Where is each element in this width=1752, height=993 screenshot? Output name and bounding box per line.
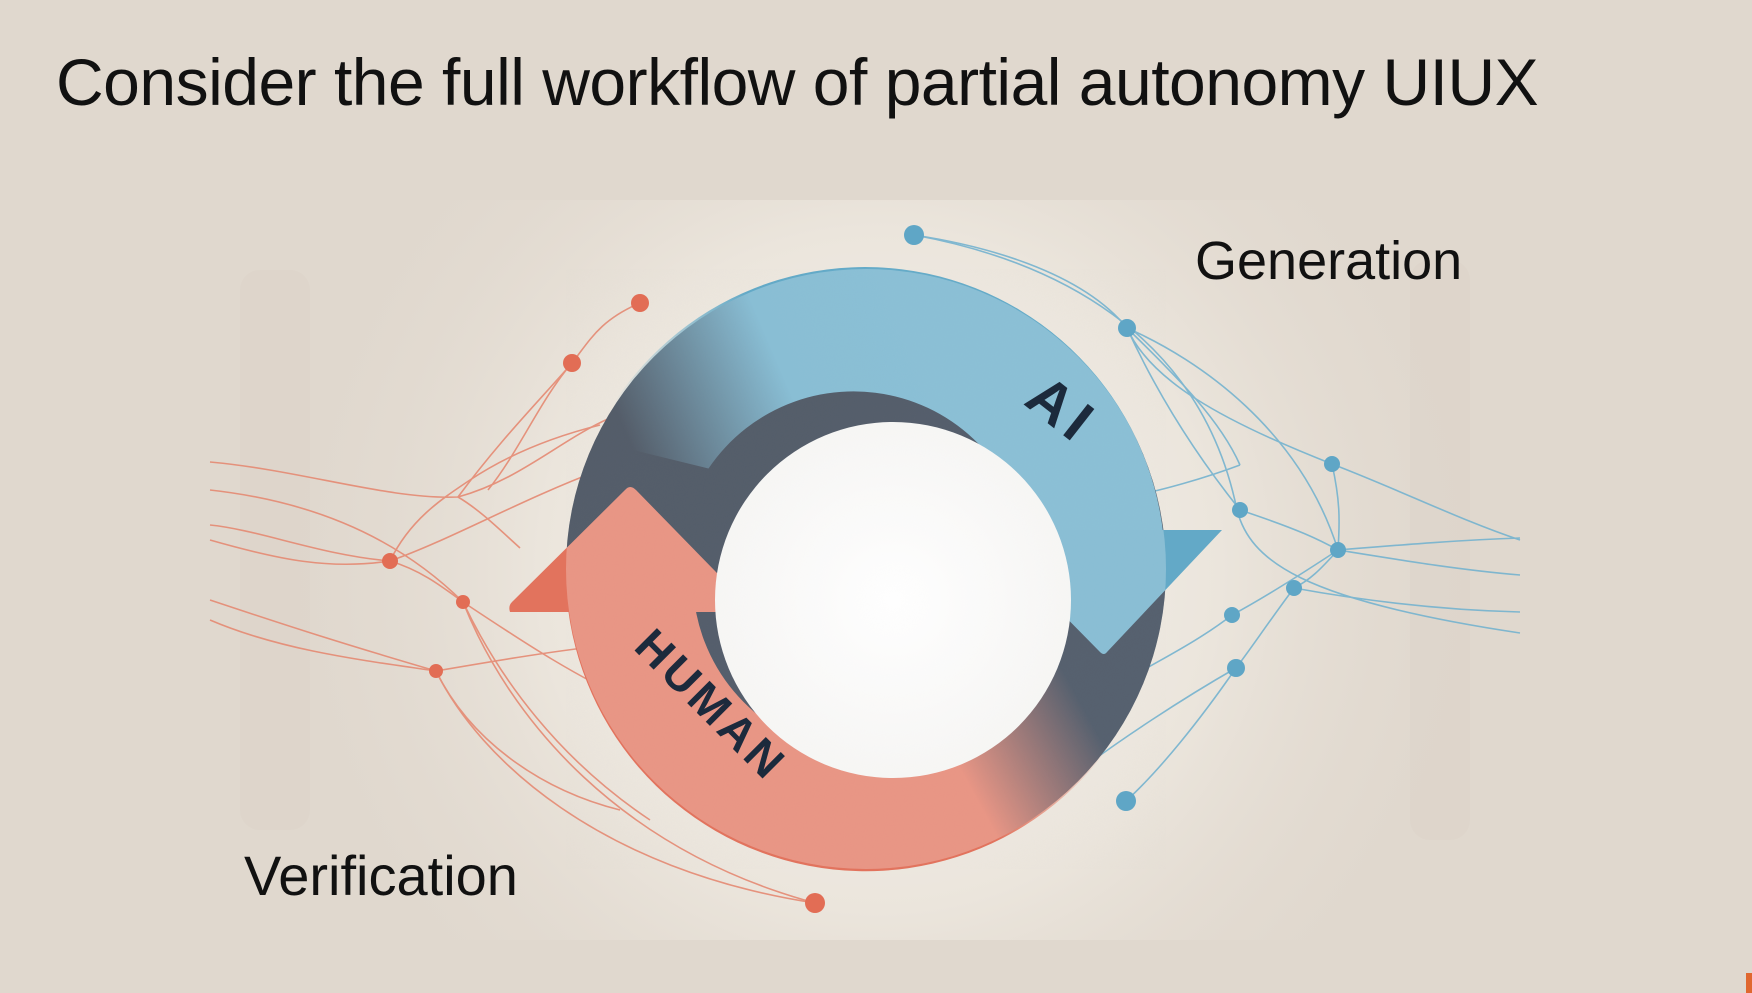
verification-node [456,595,470,609]
verification-node [563,354,581,372]
verification-node [429,664,443,678]
generation-nodes [904,225,1346,811]
generation-node [1232,502,1248,518]
verification-node [382,553,398,569]
generation-node [1324,456,1340,472]
generation-node [1330,542,1346,558]
generation-label: Generation [1195,231,1462,291]
generation-node [1118,319,1136,337]
generation-node [904,225,924,245]
ring-grain [566,269,1166,869]
verification-node [805,893,825,913]
generation-node [1116,791,1136,811]
verification-label: Verification [244,844,518,907]
generation-node [1227,659,1245,677]
generation-node [1224,607,1240,623]
faint-background-blocks [240,260,1470,840]
cycle-ring: AI HUMAN [509,267,1222,872]
verification-nodes [382,294,825,913]
corner-accent-mark [1746,973,1752,993]
slide-title: Consider the full workflow of partial au… [56,45,1539,119]
verification-node [631,294,649,312]
generation-node [1286,580,1302,596]
generation-network-lines [913,234,1521,802]
